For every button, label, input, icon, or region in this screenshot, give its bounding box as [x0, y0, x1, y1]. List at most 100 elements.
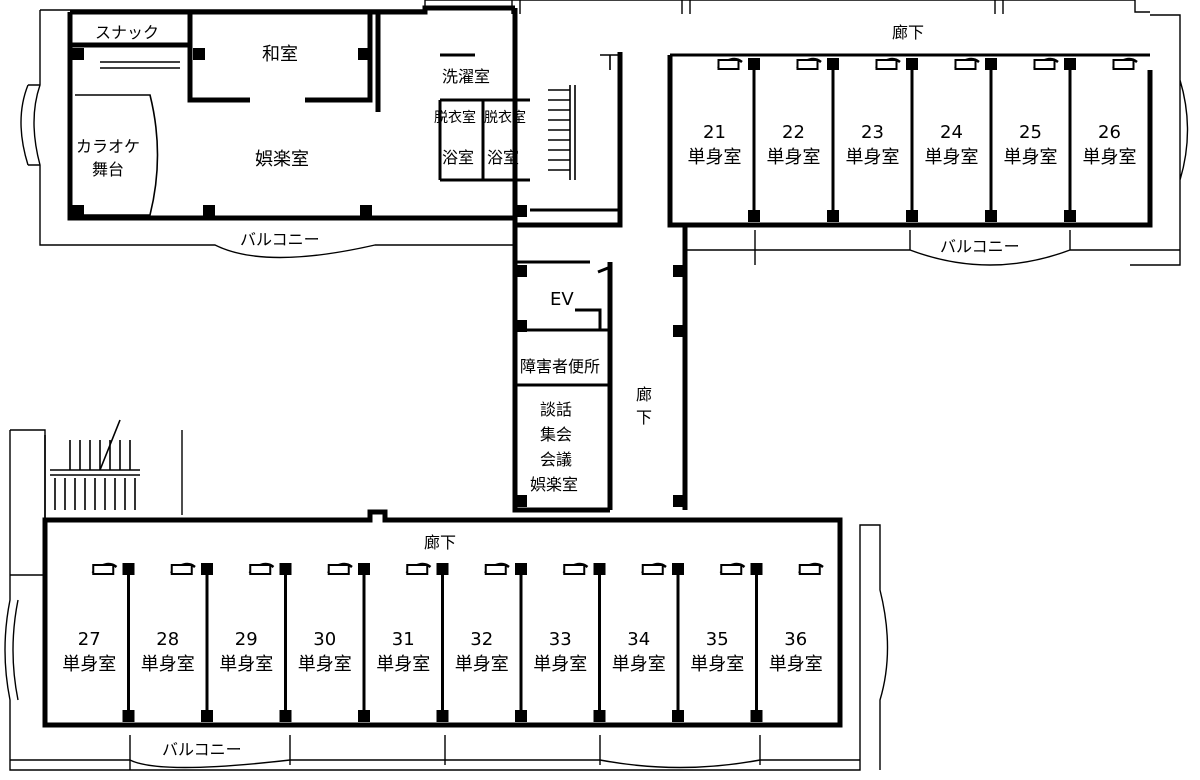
room-vent-marker — [954, 59, 977, 70]
room-column — [672, 563, 684, 575]
room-number: 33 — [549, 629, 572, 650]
elevator-label: EV — [550, 289, 574, 310]
single-room-31: 31 単身室 — [376, 562, 449, 722]
room-vent-marker — [170, 564, 193, 575]
room-number: 23 — [861, 122, 884, 143]
single-room-32: 32 単身室 — [455, 562, 527, 722]
room-vent-marker — [720, 564, 743, 575]
room-vent-marker — [717, 59, 740, 70]
room-column — [201, 710, 213, 722]
balcony-label-bottom: バルコニー — [162, 740, 242, 759]
room-number: 24 — [940, 122, 963, 143]
multi-room-label-3: 会議 — [540, 450, 572, 469]
room-vent-marker — [406, 564, 429, 575]
single-room-33: 33 単身室 — [533, 562, 606, 722]
room-vent-marker — [1112, 59, 1135, 70]
room-vent-marker — [875, 59, 898, 70]
room-type-label: 単身室 — [1004, 147, 1058, 168]
room-column — [1064, 58, 1076, 70]
room-number: 35 — [706, 629, 729, 650]
bath-label-1: 浴室 — [442, 148, 474, 167]
room-column — [358, 563, 370, 575]
snack-label: スナック — [95, 23, 159, 42]
room-column — [827, 210, 839, 222]
corridor-label-top: 廊下 — [892, 23, 924, 42]
room-column — [515, 710, 527, 722]
room-column — [906, 210, 918, 222]
room-type-label: 単身室 — [533, 654, 587, 675]
room-vent-marker — [563, 564, 586, 575]
room-number: 29 — [235, 629, 258, 650]
stage-label: 舞台 — [92, 160, 124, 179]
room-type-label: 単身室 — [767, 147, 821, 168]
room-column — [748, 58, 760, 70]
room-column — [436, 563, 449, 575]
room-column — [122, 563, 135, 575]
balcony-label-top-left: バルコニー — [240, 230, 320, 249]
room-number: 28 — [156, 629, 179, 650]
room-vent-marker — [641, 564, 664, 575]
corridor-label-vertical-2: 下 — [636, 408, 652, 427]
room-vent-marker — [484, 564, 507, 575]
corridor-label-vertical-1: 廊 — [636, 385, 652, 404]
room-column — [436, 710, 449, 722]
room-number: 21 — [703, 122, 726, 143]
room-type-label: 単身室 — [455, 654, 509, 675]
karaoke-label: カラオケ — [76, 137, 140, 156]
room-column — [985, 58, 997, 70]
balcony-label-top-right: バルコニー — [940, 237, 1020, 256]
room-type-label: 単身室 — [219, 654, 273, 675]
room-vent-marker — [327, 564, 350, 575]
laundry-label: 洗濯室 — [442, 67, 490, 86]
room-column — [593, 710, 606, 722]
room-vent-marker — [796, 59, 819, 70]
room-column — [201, 563, 213, 575]
room-type-label: 単身室 — [925, 147, 979, 168]
walls — [42, 5, 1153, 728]
multi-room-label-1: 談話 — [540, 400, 572, 419]
single-room-22: 22 単身室 — [767, 57, 839, 222]
room-type-label: 単身室 — [376, 654, 430, 675]
room-column — [515, 563, 527, 575]
room-type-label: 単身室 — [846, 147, 900, 168]
room-type-label: 単身室 — [141, 654, 195, 675]
corridor-label-bottom: 廊下 — [424, 533, 456, 552]
single-room-30: 30 単身室 — [298, 562, 370, 722]
room-column — [985, 210, 997, 222]
columns — [72, 48, 685, 507]
accessible-toilet-label: 障害者便所 — [520, 357, 600, 376]
room-column — [748, 210, 760, 222]
single-room-29: 29 単身室 — [219, 562, 292, 722]
room-column — [906, 58, 918, 70]
room-type-label: 単身室 — [62, 654, 116, 675]
single-room-24: 24 単身室 — [925, 57, 997, 222]
room-number: 31 — [392, 629, 415, 650]
multi-room-label-2: 集会 — [540, 425, 572, 444]
changing-room-label-2: 脱衣室 — [484, 109, 526, 126]
room-vent-marker — [1033, 59, 1056, 70]
room-number: 30 — [313, 629, 336, 650]
room-column — [358, 710, 370, 722]
bath-label-2: 浴室 — [487, 148, 519, 167]
room-column — [593, 563, 606, 575]
room-column — [1064, 210, 1076, 222]
single-room-28: 28 単身室 — [141, 562, 213, 722]
room-number: 22 — [782, 122, 805, 143]
room-column — [279, 710, 292, 722]
room-number: 34 — [627, 629, 650, 650]
room-column — [672, 710, 684, 722]
room-type-label: 単身室 — [298, 654, 352, 675]
room-column — [750, 563, 763, 575]
room-column — [279, 563, 292, 575]
recreation-room-label: 娯楽室 — [255, 149, 309, 170]
room-number: 32 — [470, 629, 493, 650]
rooms-bottom-group: 27単身室28単身室29単身室30単身室31単身室32単身室33単身室34単身室… — [62, 562, 824, 722]
